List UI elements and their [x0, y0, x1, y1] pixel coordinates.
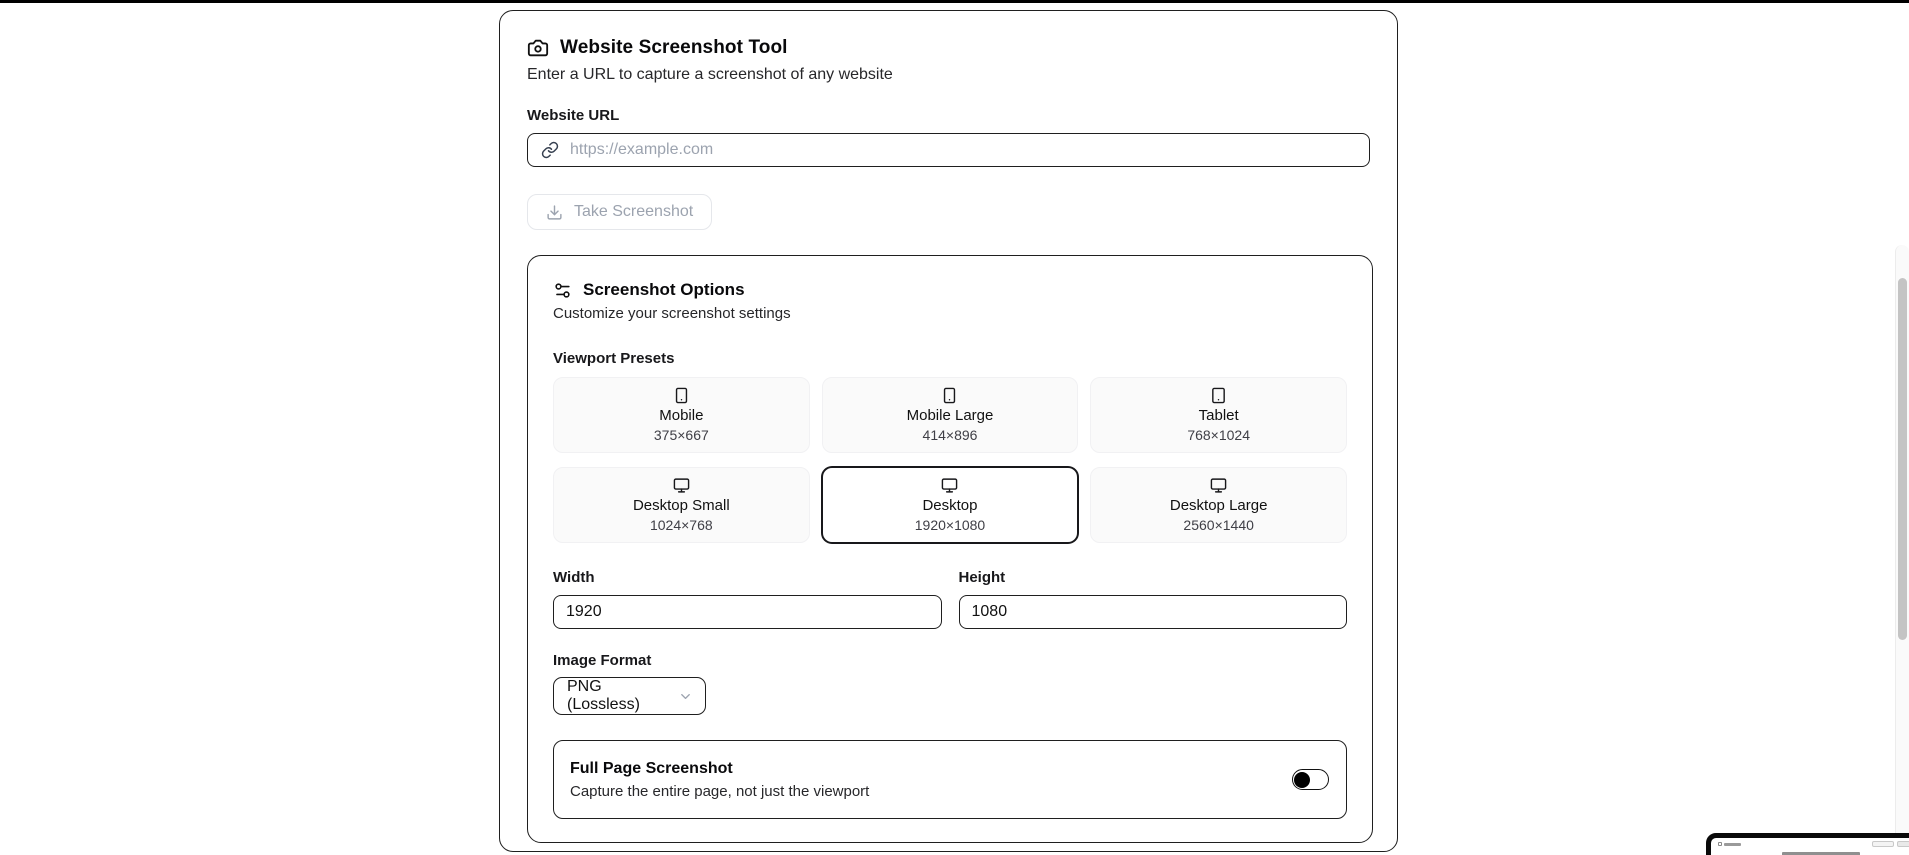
preview-window[interactable]	[1706, 833, 1909, 855]
options-title: Screenshot Options	[583, 280, 745, 299]
width-label: Width	[553, 569, 595, 586]
height-input[interactable]	[958, 595, 1347, 629]
settings-sliders-icon	[553, 281, 572, 300]
width-field: Width	[553, 569, 942, 629]
options-header: Screenshot Options	[553, 280, 1347, 300]
toggle-knob	[1294, 771, 1310, 788]
screenshot-tool-card: Website Screenshot Tool Enter a URL to c…	[499, 10, 1398, 852]
card-header: Website Screenshot Tool	[527, 37, 1370, 59]
preview-window-buttons	[1872, 841, 1909, 847]
top-accent-line	[0, 0, 1909, 3]
image-format-value: PNG (Lossless)	[567, 678, 640, 713]
take-screenshot-button[interactable]: Take Screenshot	[527, 194, 713, 230]
preview-button	[1872, 841, 1894, 847]
take-screenshot-label: Take Screenshot	[574, 203, 694, 220]
url-label: Website URL	[527, 107, 620, 124]
preview-logo	[1718, 842, 1741, 846]
scrollbar-thumb[interactable]	[1898, 278, 1907, 640]
full-page-description: Capture the entire page, not just the vi…	[570, 782, 870, 800]
preset-desktop-large[interactable]: Desktop Large 2560×1440	[1090, 467, 1347, 543]
height-label: Height	[958, 569, 1006, 586]
full-page-screenshot-card: Full Page Screenshot Capture the entire …	[553, 740, 1347, 819]
monitor-icon	[941, 477, 958, 494]
image-format-select[interactable]: PNG (Lossless)	[553, 677, 706, 715]
preset-desktop[interactable]: Desktop 1920×1080	[821, 467, 1079, 543]
preset-mobile-large[interactable]: Mobile Large 414×896	[821, 377, 1079, 453]
page-subtitle: Enter a URL to capture a screenshot of a…	[527, 66, 893, 83]
download-icon	[546, 204, 563, 221]
preview-button	[1897, 841, 1909, 847]
preset-mobile[interactable]: Mobile 375×667	[553, 377, 810, 453]
monitor-icon	[673, 477, 690, 494]
viewport-presets-label: Viewport Presets	[553, 350, 675, 367]
height-field: Height	[958, 569, 1347, 629]
website-url-input[interactable]	[527, 133, 1370, 167]
tablet-icon	[1210, 387, 1227, 404]
image-format-label: Image Format	[553, 652, 652, 669]
camera-icon	[527, 37, 549, 59]
full-page-text: Full Page Screenshot Capture the entire …	[570, 760, 869, 800]
viewport-preset-grid: Mobile 375×667 Mobile Large 414×896 Tabl…	[553, 377, 1347, 543]
page-title: Website Screenshot Tool	[560, 37, 788, 58]
screenshot-options-card: Screenshot Options Customize your screen…	[527, 255, 1373, 843]
full-page-toggle[interactable]	[1292, 769, 1329, 790]
dimensions-row: Width Height	[553, 569, 1347, 629]
preview-window-topbar	[1711, 838, 1909, 849]
chevron-down-icon	[678, 689, 693, 704]
preview-logo-text	[1724, 842, 1741, 846]
smartphone-icon	[673, 387, 690, 404]
options-subtitle: Customize your screenshot settings	[553, 305, 791, 322]
width-input[interactable]	[553, 595, 942, 629]
preview-logo-icon	[1718, 842, 1722, 846]
smartphone-icon	[941, 387, 958, 404]
preset-desktop-small[interactable]: Desktop Small 1024×768	[553, 467, 810, 543]
link-icon	[541, 141, 559, 159]
full-page-title: Full Page Screenshot	[570, 759, 733, 777]
url-input-wrap	[527, 133, 1370, 167]
page-scrollbar	[1895, 245, 1909, 855]
preset-tablet[interactable]: Tablet 768×1024	[1090, 377, 1347, 453]
monitor-icon	[1210, 477, 1227, 494]
preview-heading-text	[1782, 852, 1860, 855]
